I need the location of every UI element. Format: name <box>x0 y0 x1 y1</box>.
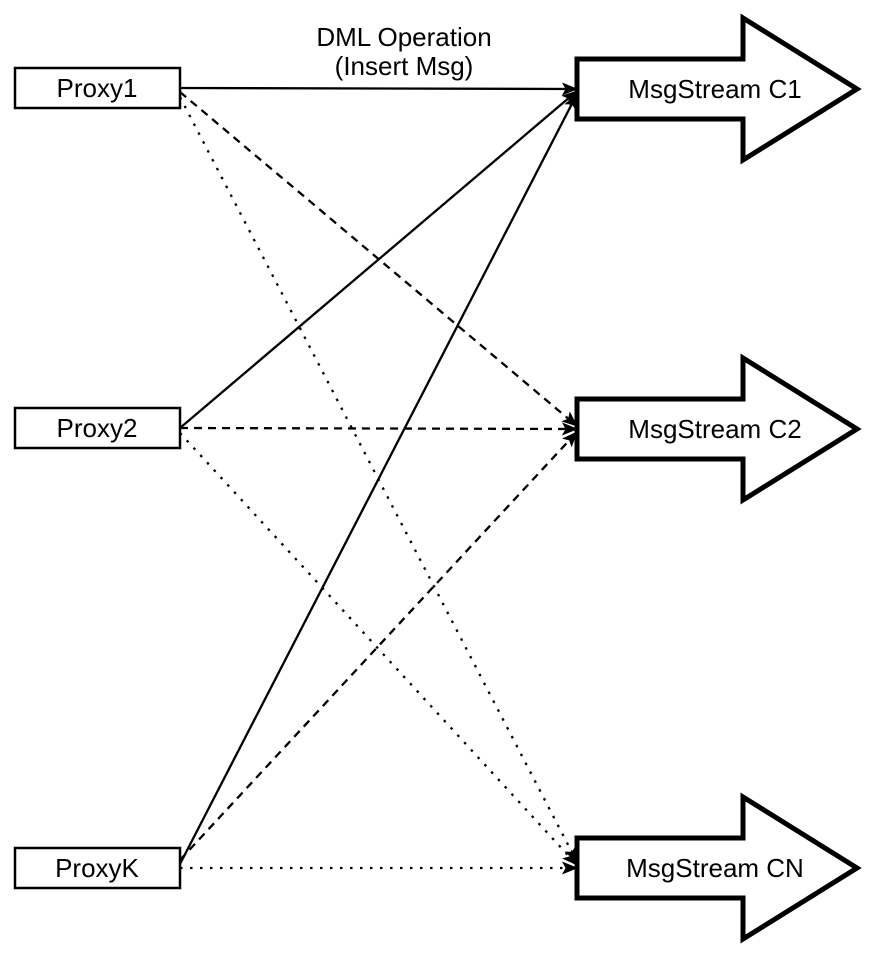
proxyk-box <box>13 846 182 890</box>
msgstream-cn-label: MsgStream CN <box>626 853 804 883</box>
proxy1-box <box>13 66 182 110</box>
edge-proxy1-to-c2 <box>179 91 578 427</box>
dml-operation-annotation: DML Operation (Insert Msg) <box>316 22 491 81</box>
edge-proxy1-to-cn <box>178 96 579 863</box>
edge-proxyk-to-c2 <box>179 431 578 861</box>
proxy-node-proxyk: ProxyK <box>13 846 182 890</box>
proxy1-label: Proxy1 <box>57 73 138 103</box>
msgstream-node-c1: MsgStream C1 <box>574 13 862 165</box>
edges <box>178 82 579 875</box>
edge-proxy1-to-c1 <box>179 82 578 96</box>
edge-proxy2-to-c2 <box>179 422 578 436</box>
block-arrow-shape-cn <box>574 792 862 944</box>
msgstream-node-c2: MsgStream C2 <box>574 353 862 505</box>
block-arrow-shape-c2 <box>574 353 862 505</box>
proxy2-box <box>13 406 182 450</box>
proxy-node-proxy1: Proxy1 <box>13 66 182 110</box>
msgstream-c1-label: MsgStream C1 <box>628 74 801 104</box>
proxy2-label: Proxy2 <box>57 413 138 443</box>
block-arrow-shape-c1 <box>574 13 862 165</box>
msgstream-node-cn: MsgStream CN <box>574 792 862 944</box>
proxyk-label: ProxyK <box>55 853 139 883</box>
msgstream-c2-label: MsgStream C2 <box>628 414 801 444</box>
annotation-line2: (Insert Msg) <box>335 51 474 81</box>
proxy-node-proxy2: Proxy2 <box>13 406 182 450</box>
annotation-line1: DML Operation <box>316 22 491 52</box>
